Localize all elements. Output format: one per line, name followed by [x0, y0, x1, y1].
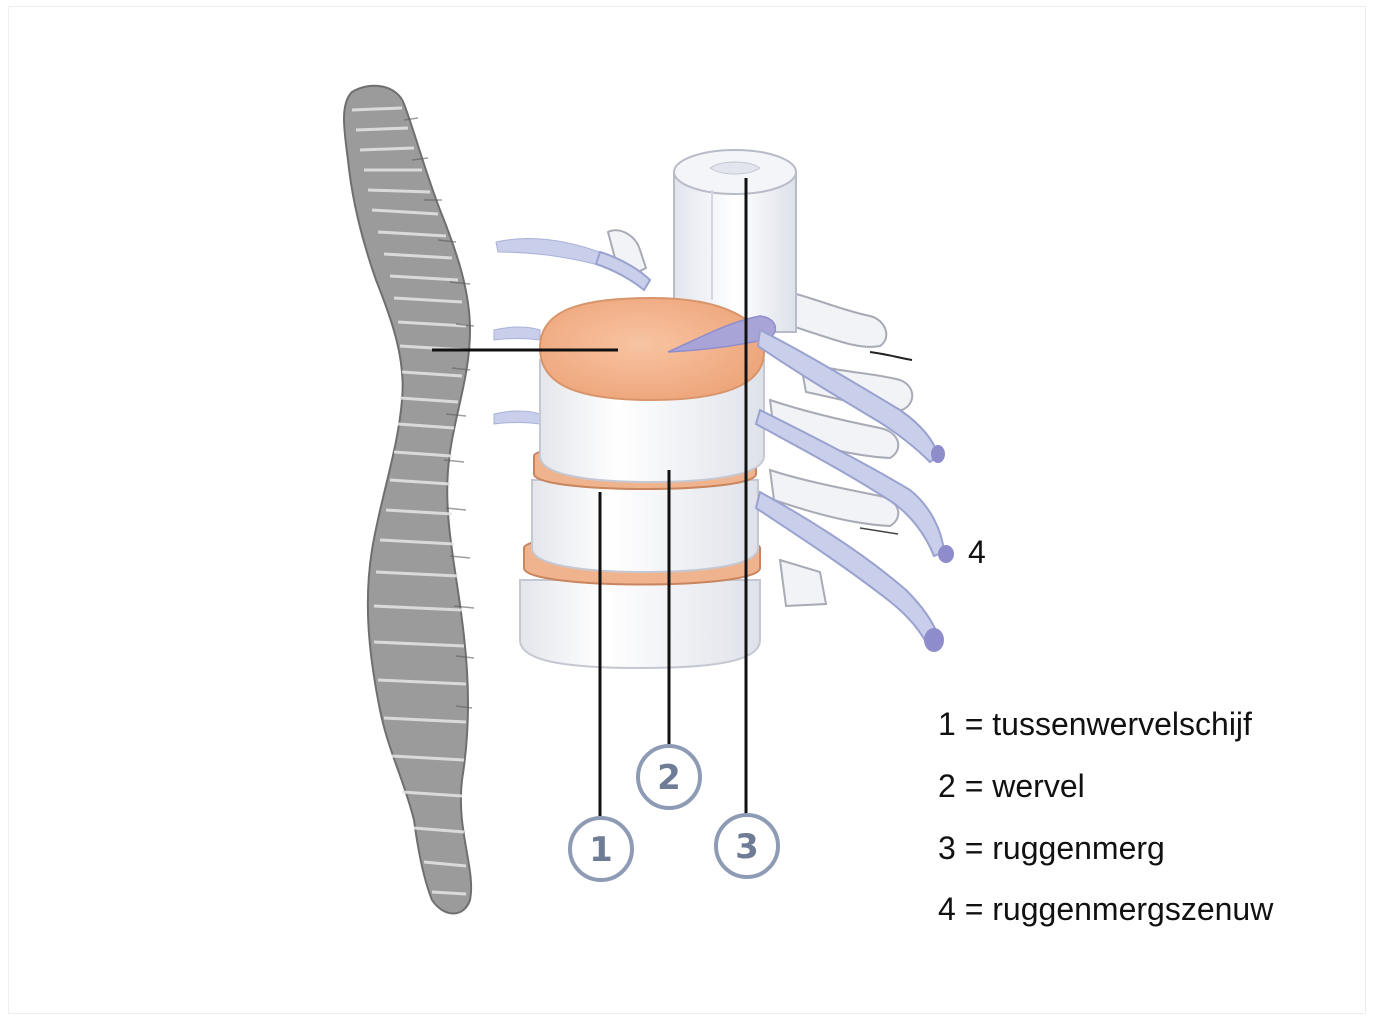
vertebra-stack — [520, 298, 775, 668]
callout-3-number: 3 — [735, 827, 759, 867]
callout-1: 1 — [570, 818, 632, 880]
callout-1-number: 1 — [589, 830, 613, 870]
legend-item-1: 1 = tussenwervelschijf — [938, 706, 1252, 743]
whole-spine — [344, 86, 474, 914]
legend-item-2: 2 = wervel — [938, 768, 1085, 805]
callout-2-number: 2 — [657, 758, 681, 798]
callout-3: 3 — [716, 815, 778, 877]
callout-2: 2 — [638, 746, 700, 808]
legend-item-4: 4 = ruggenmergszenuw — [938, 891, 1273, 928]
legend-item-3: 3 = ruggenmerg — [938, 830, 1165, 867]
nerve-label-4: 4 — [968, 534, 986, 571]
